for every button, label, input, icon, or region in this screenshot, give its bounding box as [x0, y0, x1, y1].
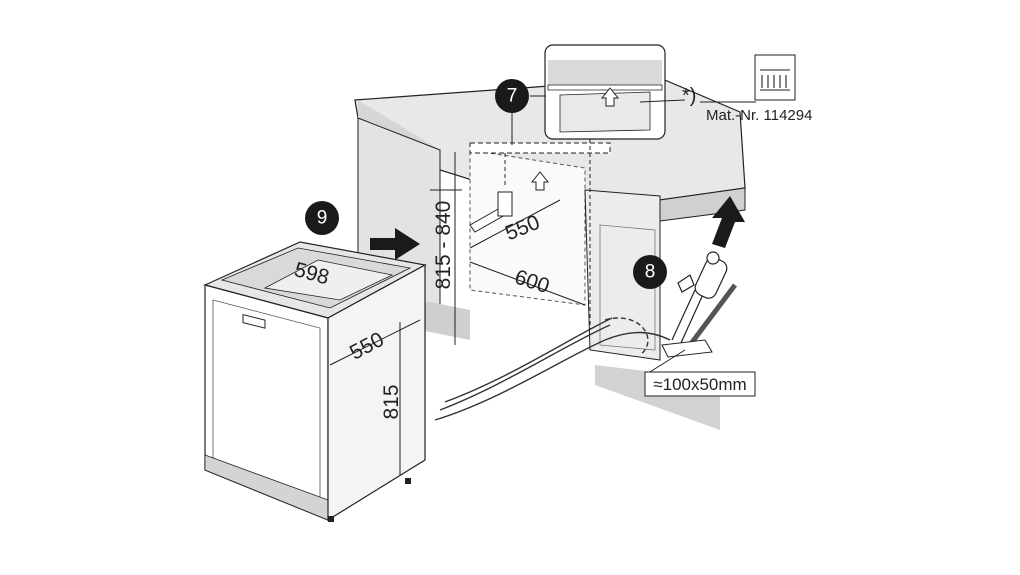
dishwasher	[203, 241, 427, 522]
appliance-depth-dimension-line	[329, 319, 421, 366]
step-8-badge: 8	[633, 255, 667, 289]
mounting-bracket	[469, 142, 611, 233]
hole-size-label-box: ≈100x50mm	[644, 371, 756, 397]
detail-inset	[544, 44, 686, 330]
step-8-number: 8	[645, 262, 656, 283]
hole-size-label: ≈100x50mm	[653, 375, 746, 394]
drain-hose-and-valve	[671, 251, 737, 347]
material-package-icon	[754, 54, 796, 101]
step-9-badge: 9	[305, 201, 339, 235]
niche-height-dimension	[430, 152, 462, 345]
lift-up-arrow-icon	[712, 196, 745, 248]
appliance-height-label: 815	[380, 384, 403, 419]
wall-opening	[644, 339, 713, 376]
niche-height-label: 815 - 840	[432, 201, 455, 290]
up-arrow-icon	[530, 171, 550, 191]
step-7-number: 7	[507, 86, 518, 107]
material-number: Mat.-Nr. 114294	[706, 107, 812, 124]
step-9-number: 9	[317, 208, 328, 229]
niche-depth-dimension-line	[469, 199, 561, 249]
asterisk-note: *)	[682, 85, 696, 107]
niche-width-dimension-line	[469, 261, 586, 306]
push-in-arrow-icon	[370, 228, 420, 260]
water-hoses	[434, 317, 671, 421]
step-7-badge: 7	[495, 79, 546, 145]
